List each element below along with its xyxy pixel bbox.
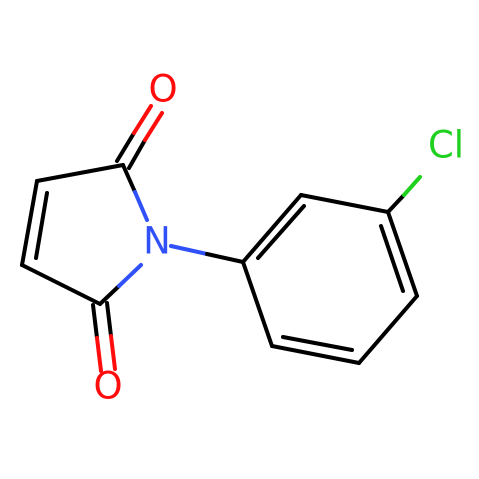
bond-c1-o-top-a <box>115 131 136 163</box>
bond-ph-c3-c4 <box>386 210 419 298</box>
bond-c1-n-blue <box>133 190 149 222</box>
bond-c4-o-bottom-b-red <box>109 334 117 371</box>
bond-c4-o-bottom-b <box>105 301 113 338</box>
bond-c1-n <box>121 163 137 194</box>
bond-ph-c5-c6-inner <box>281 335 354 352</box>
bond-ph-c3-c4-inner <box>379 224 405 293</box>
bond-c1-o-top-a-red <box>132 104 153 135</box>
bond-c-cl <box>386 193 406 214</box>
bond-c2-c3-inner <box>34 191 49 260</box>
bond-ph-c1-c2-inner <box>256 204 306 260</box>
bond-n-phenyl-blue <box>169 244 209 256</box>
bond-c4-o-bottom-a <box>91 303 99 340</box>
bond-c4-n-blue <box>117 263 143 288</box>
bond-c4-o-bottom-a-red <box>95 336 103 373</box>
bond-c-cl-green <box>402 175 422 197</box>
atom-cl: Cl <box>428 124 464 167</box>
atom-o-top: O <box>148 68 177 111</box>
bond-c2-c3 <box>20 179 39 267</box>
bond-c4-n <box>98 284 121 306</box>
bond-n-phenyl <box>205 252 245 264</box>
bond-c3-c4 <box>20 263 102 306</box>
bond-ph-c6-c1 <box>241 260 274 348</box>
bond-ph-c1-c2 <box>241 193 303 264</box>
bond-ph-c4-c5 <box>357 294 419 365</box>
bond-c1-c2 <box>35 163 125 183</box>
atom-n: N <box>143 220 171 263</box>
bond-c1-o-top-b <box>127 138 147 170</box>
bond-ph-c5-c6 <box>270 344 361 365</box>
bond-ph-c2-c3 <box>299 193 390 214</box>
atom-o-bottom: O <box>93 365 122 408</box>
bond-c1-o-top-b-red <box>143 111 164 142</box>
